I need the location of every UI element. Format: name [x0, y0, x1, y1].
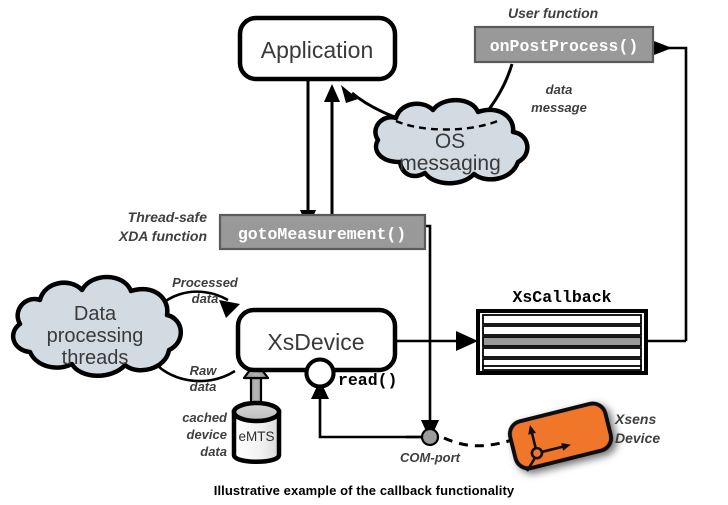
edge-comport-to-read — [311, 380, 424, 439]
node-goto-measurement[interactable]: gotoMeasurement() — [218, 213, 427, 251]
processed-data-label-1: Processed — [172, 275, 239, 290]
goto-measurement-label: gotoMeasurement() — [238, 225, 406, 244]
edge-gotomeasurement-to-application — [321, 84, 343, 232]
axes-icon — [525, 425, 571, 472]
os-messaging-label-1: OS — [435, 130, 465, 153]
thread-safe-label-2: XDA function — [118, 228, 207, 244]
node-application[interactable]: Application — [237, 15, 398, 82]
com-port-label: COM-port — [400, 450, 461, 465]
data-message-label-1: data — [546, 82, 573, 97]
data-processing-label-1: Data — [74, 303, 117, 325]
os-messaging-label-2: messaging — [399, 152, 501, 175]
xscallback-row — [482, 347, 642, 358]
thread-safe-label-1: Thread-safe — [128, 209, 208, 225]
raw-data-label-1: Raw — [190, 363, 218, 378]
node-os-messaging[interactable]: OS messaging — [373, 97, 530, 186]
node-on-post-process[interactable]: onPostProcess() — [473, 25, 655, 64]
node-xscallback[interactable]: XsCallback — [476, 288, 648, 375]
node-xsens-device[interactable]: Xsens Device — [507, 401, 660, 472]
processed-data-label-2: data — [192, 291, 219, 306]
cached-device-data-label-2: device — [187, 427, 227, 442]
xsdevice-label: XsDevice — [267, 329, 364, 355]
figure-caption: Illustrative example of the callback fun… — [213, 483, 515, 498]
edge-gotomeasurement-to-comport — [421, 224, 439, 440]
user-function-label: User function — [508, 5, 598, 21]
node-read-port[interactable]: read() — [304, 357, 398, 391]
node-data-processing-threads[interactable]: Data processing threads — [10, 274, 183, 378]
node-emts[interactable]: eMTS — [231, 400, 282, 464]
data-processing-label-2: processing — [47, 325, 144, 347]
xscallback-row — [482, 365, 642, 371]
data-message-label-2: message — [531, 100, 587, 115]
raw-data-label-2: data — [190, 379, 217, 394]
node-xsdevice[interactable]: XsDevice — [235, 307, 398, 373]
edge-xsdevice-to-xscallback — [395, 331, 478, 351]
xscallback-row — [482, 325, 642, 336]
xsens-device-label-1: Xsens — [614, 411, 656, 427]
xsens-device-label-2: Device — [615, 430, 660, 446]
xscallback-label: XsCallback — [512, 288, 611, 307]
cached-device-data-label-1: cached — [182, 410, 228, 425]
xscallback-row — [482, 314, 642, 325]
emts-label: eMTS — [238, 429, 274, 444]
xscallback-row-highlighted — [482, 336, 642, 347]
read-label: read() — [338, 371, 397, 390]
data-processing-label-3: threads — [62, 347, 129, 369]
application-label: Application — [261, 37, 374, 63]
cached-device-data-label-3: data — [200, 444, 227, 459]
edge-application-to-gotomeasurement — [300, 79, 316, 228]
on-post-process-label: onPostProcess() — [490, 37, 639, 56]
node-com-port[interactable]: COM-port — [400, 427, 461, 465]
